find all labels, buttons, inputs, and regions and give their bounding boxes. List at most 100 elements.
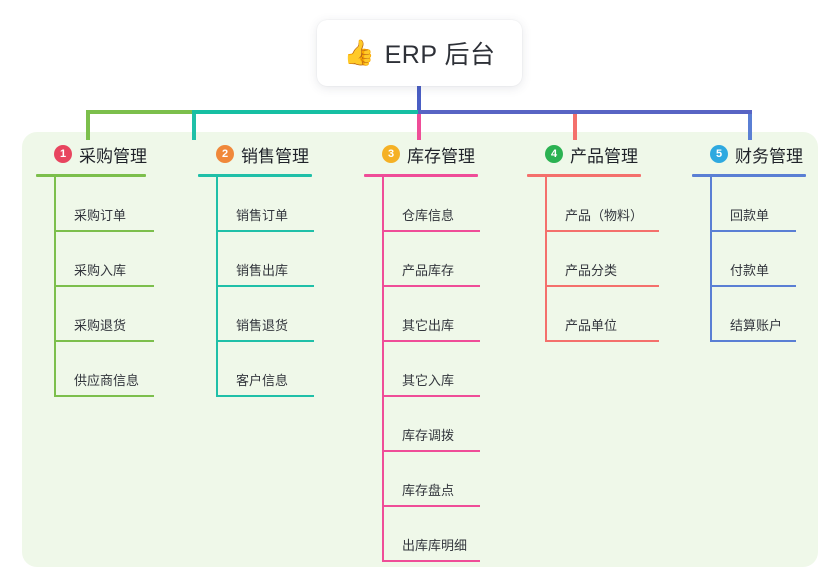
branch-number-badge: 3 xyxy=(382,145,400,163)
leaf-item[interactable]: 销售出库 xyxy=(216,232,314,287)
branch-column-5: 5 财务管理回款单付款单结算账户 xyxy=(692,140,806,342)
leaf-underline xyxy=(216,230,314,232)
leaf-label: 仓库信息 xyxy=(402,208,455,223)
leaf-underline xyxy=(710,285,796,287)
leaf-item[interactable]: 销售订单 xyxy=(216,177,314,232)
leaf-item[interactable]: 客户信息 xyxy=(216,342,314,397)
branch-number-badge: 1 xyxy=(54,145,72,163)
leaf-underline xyxy=(382,395,480,397)
branch-header-5[interactable]: 5 财务管理 xyxy=(692,140,806,174)
leaf-item[interactable]: 库存调拨 xyxy=(382,397,480,452)
leaf-underline xyxy=(54,285,154,287)
leaf-label: 产品库存 xyxy=(402,263,455,278)
leaf-item[interactable]: 供应商信息 xyxy=(54,342,154,397)
leaf-underline xyxy=(382,340,480,342)
leaf-underline xyxy=(216,395,314,397)
branch-number-badge: 5 xyxy=(710,145,728,163)
branch-column-3: 3 库存管理仓库信息产品库存其它出库其它入库库存调拨库存盘点出库库明细 xyxy=(364,140,480,562)
leaf-label: 销售退货 xyxy=(236,318,289,333)
leaf-label: 结算账户 xyxy=(730,318,783,333)
branch-title: 产品管理 xyxy=(570,146,638,166)
leaf-item[interactable]: 付款单 xyxy=(710,232,806,287)
leaf-label: 客户信息 xyxy=(236,373,289,388)
branch-underline xyxy=(36,174,146,177)
branch-title: 采购管理 xyxy=(79,146,147,166)
leaf-label: 采购订单 xyxy=(74,208,127,223)
branch-underline xyxy=(198,174,312,177)
leaf-list: 销售订单销售出库销售退货客户信息 xyxy=(216,177,314,397)
drop-inventory xyxy=(417,112,421,140)
leaf-underline xyxy=(545,230,659,232)
branch-header-2[interactable]: 2 销售管理 xyxy=(198,140,312,174)
leaf-underline xyxy=(382,450,480,452)
leaf-label: 产品单位 xyxy=(565,318,618,333)
leaf-underline xyxy=(54,395,154,397)
leaf-item[interactable]: 产品分类 xyxy=(545,232,659,287)
branch-header-4[interactable]: 4 产品管理 xyxy=(527,140,641,174)
connector-bar-blue xyxy=(418,110,752,114)
leaf-underline xyxy=(216,285,314,287)
drop-finance xyxy=(748,112,752,140)
leaf-item[interactable]: 仓库信息 xyxy=(382,177,480,232)
branch-header-1[interactable]: 1 采购管理 xyxy=(36,140,147,174)
leaf-label: 出库库明细 xyxy=(402,538,468,553)
branch-title: 财务管理 xyxy=(735,146,803,166)
leaf-underline xyxy=(382,560,480,562)
leaf-item[interactable]: 采购退货 xyxy=(54,287,154,342)
leaf-underline xyxy=(710,230,796,232)
branch-title: 库存管理 xyxy=(407,146,475,166)
branch-underline xyxy=(364,174,478,177)
leaf-underline xyxy=(54,230,154,232)
leaf-spine xyxy=(545,177,547,342)
branches-panel xyxy=(22,132,818,567)
leaf-item[interactable]: 回款单 xyxy=(710,177,806,232)
leaf-spine xyxy=(54,177,56,397)
leaf-underline xyxy=(382,285,480,287)
leaf-label: 产品（物料） xyxy=(565,208,644,223)
branch-header-3[interactable]: 3 库存管理 xyxy=(364,140,478,174)
leaf-item[interactable]: 采购订单 xyxy=(54,177,154,232)
leaf-list: 回款单付款单结算账户 xyxy=(710,177,806,342)
branch-column-2: 2 销售管理销售订单销售出库销售退货客户信息 xyxy=(198,140,314,397)
leaf-label: 其它入库 xyxy=(402,373,455,388)
leaf-label: 付款单 xyxy=(730,263,770,278)
leaf-label: 销售订单 xyxy=(236,208,289,223)
leaf-spine xyxy=(382,177,384,562)
leaf-item[interactable]: 结算账户 xyxy=(710,287,806,342)
leaf-item[interactable]: 其它出库 xyxy=(382,287,480,342)
leaf-list: 仓库信息产品库存其它出库其它入库库存调拨库存盘点出库库明细 xyxy=(382,177,480,562)
leaf-label: 其它出库 xyxy=(402,318,455,333)
connector-bar-green xyxy=(86,110,194,114)
branch-column-4: 4 产品管理产品（物料） 产品分类产品单位 xyxy=(527,140,659,342)
leaf-item[interactable]: 产品单位 xyxy=(545,287,659,342)
leaf-item[interactable]: 产品（物料） xyxy=(545,177,659,232)
branch-underline xyxy=(527,174,641,177)
leaf-item[interactable]: 其它入库 xyxy=(382,342,480,397)
leaf-label: 销售出库 xyxy=(236,263,289,278)
leaf-underline xyxy=(382,230,480,232)
drop-purchase xyxy=(86,112,90,140)
leaf-item[interactable]: 出库库明细 xyxy=(382,507,480,562)
leaf-item[interactable]: 采购入库 xyxy=(54,232,154,287)
connector-bar-teal xyxy=(192,110,420,114)
leaf-label: 库存盘点 xyxy=(402,483,455,498)
leaf-underline xyxy=(54,340,154,342)
root-node[interactable]: 👍 ERP 后台 xyxy=(317,20,522,86)
root-title: ERP 后台 xyxy=(384,41,496,69)
trunk-connector xyxy=(417,86,421,114)
leaf-list: 产品（物料） 产品分类产品单位 xyxy=(545,177,659,342)
leaf-item[interactable]: 销售退货 xyxy=(216,287,314,342)
branch-number-badge: 2 xyxy=(216,145,234,163)
leaf-label: 供应商信息 xyxy=(74,373,140,388)
branch-title: 销售管理 xyxy=(241,146,309,166)
leaf-item[interactable]: 产品库存 xyxy=(382,232,480,287)
leaf-underline xyxy=(710,340,796,342)
thumbs-up-emoji: 👍 xyxy=(343,38,375,67)
leaf-underline xyxy=(545,285,659,287)
branch-number-badge: 4 xyxy=(545,145,563,163)
branch-underline xyxy=(692,174,806,177)
leaf-underline xyxy=(382,505,480,507)
leaf-item[interactable]: 库存盘点 xyxy=(382,452,480,507)
leaf-underline xyxy=(545,340,659,342)
